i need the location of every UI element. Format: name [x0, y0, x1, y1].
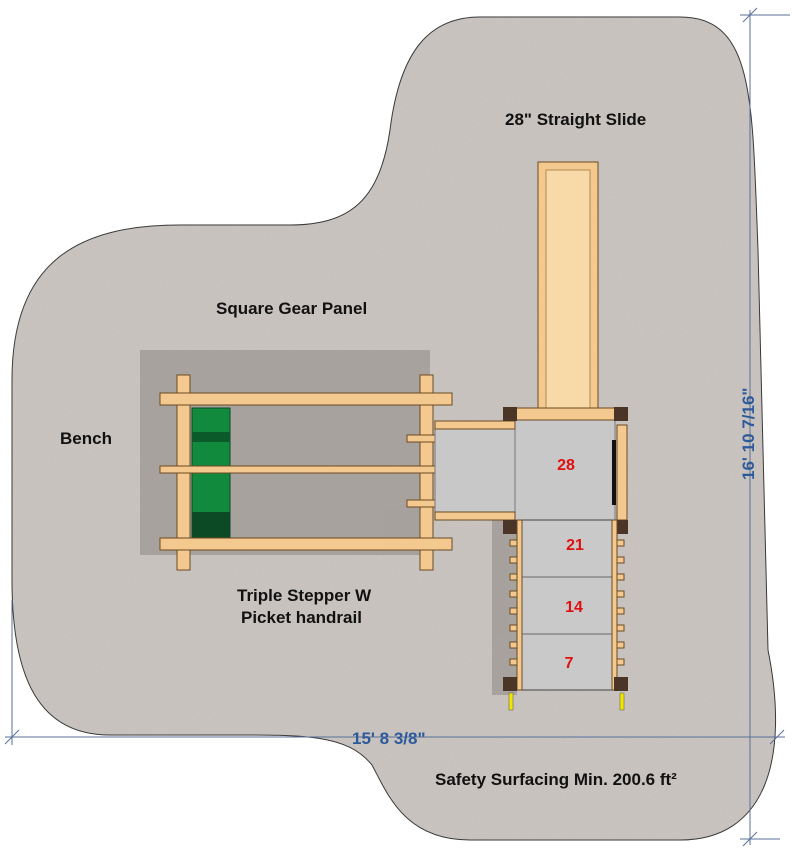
deck-height-labels: 28 21 14 7 — [557, 457, 584, 672]
deck-height-14: 14 — [565, 599, 583, 616]
bench-label: Bench — [60, 429, 112, 448]
stepper-label-line1: Triple Stepper W — [237, 586, 372, 605]
deck-height-21: 21 — [566, 537, 584, 554]
deck-height-7: 7 — [565, 655, 574, 672]
surfacing-label: Safety Surfacing Min. 200.6 ft² — [435, 770, 677, 789]
gear-panel-label: Square Gear Panel — [216, 299, 367, 318]
gear-panel-frame — [159, 374, 453, 571]
slide-label: 28" Straight Slide — [505, 110, 646, 129]
deck-platform — [434, 407, 628, 711]
width-dimension: 15' 8 3/8" — [352, 729, 426, 748]
straight-slide — [537, 161, 599, 413]
height-dimension: 16' 10 7/16" — [739, 388, 758, 480]
dimension-lines — [4, 7, 790, 847]
stepper-label-line2: Picket handrail — [241, 608, 362, 627]
deck-height-28: 28 — [557, 457, 575, 474]
